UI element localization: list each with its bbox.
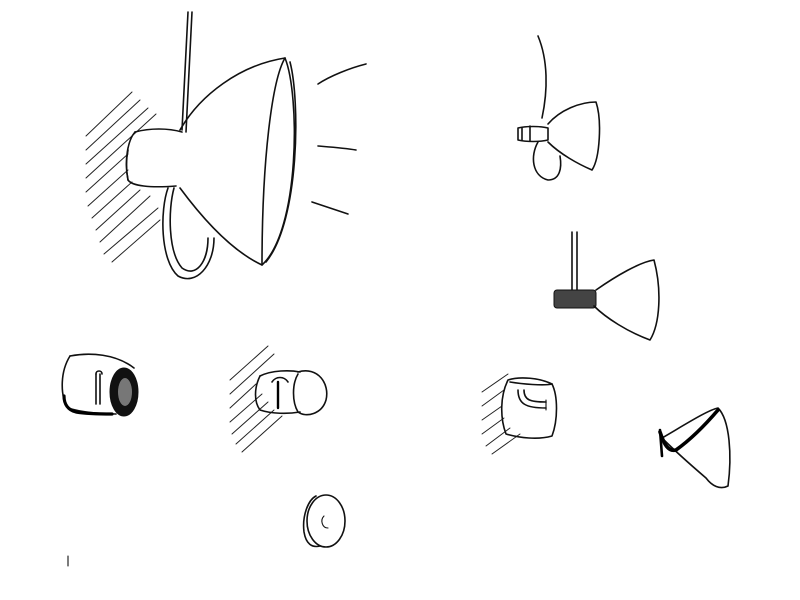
small-loop xyxy=(532,141,562,181)
light-ray-3 xyxy=(311,201,349,215)
cyl-left xyxy=(61,355,117,415)
cylindrical-joint-sketch xyxy=(61,353,139,417)
small-cord xyxy=(537,35,547,119)
bulb-globe xyxy=(297,370,328,416)
small-shade xyxy=(547,101,601,171)
socket-body xyxy=(125,131,177,188)
cone-shade-sketch xyxy=(658,407,731,489)
light-ray-1 xyxy=(317,63,367,85)
bulb-neck-bottom xyxy=(254,375,301,415)
cube-body xyxy=(500,377,558,439)
button-face xyxy=(306,494,346,548)
lower-cord-loop-2 xyxy=(169,187,209,272)
bulb-hatching xyxy=(229,345,283,453)
hanging-cord xyxy=(181,11,189,131)
cube-joint-sketch xyxy=(481,373,558,455)
small-socket xyxy=(517,125,549,143)
bulb-neck-top xyxy=(259,370,301,377)
bulb-joint-sketch xyxy=(229,345,328,453)
lower-cord-loop xyxy=(162,187,215,280)
button-center xyxy=(321,515,329,529)
lamp-shade xyxy=(179,57,296,266)
small-lamp-sketch-middle-right xyxy=(553,231,660,341)
light-ray-2 xyxy=(317,145,357,151)
mid-shade xyxy=(593,259,660,341)
socket-edge xyxy=(125,149,129,181)
cone-body xyxy=(661,407,731,489)
cube-groove xyxy=(517,389,547,409)
cube-hatching xyxy=(481,373,521,455)
cone-rim xyxy=(658,408,720,453)
mid-socket xyxy=(553,289,597,309)
wall-hatching xyxy=(85,91,161,263)
socket-top xyxy=(134,128,183,133)
button-side xyxy=(302,495,321,548)
cyl-top xyxy=(69,353,135,369)
large-lamp-sketch xyxy=(85,11,367,280)
round-button-sketch xyxy=(302,494,346,548)
shade-rim-inner xyxy=(261,57,286,266)
shade-rim-outer xyxy=(265,61,297,263)
small-lamp-sketch-top-right xyxy=(517,35,601,181)
